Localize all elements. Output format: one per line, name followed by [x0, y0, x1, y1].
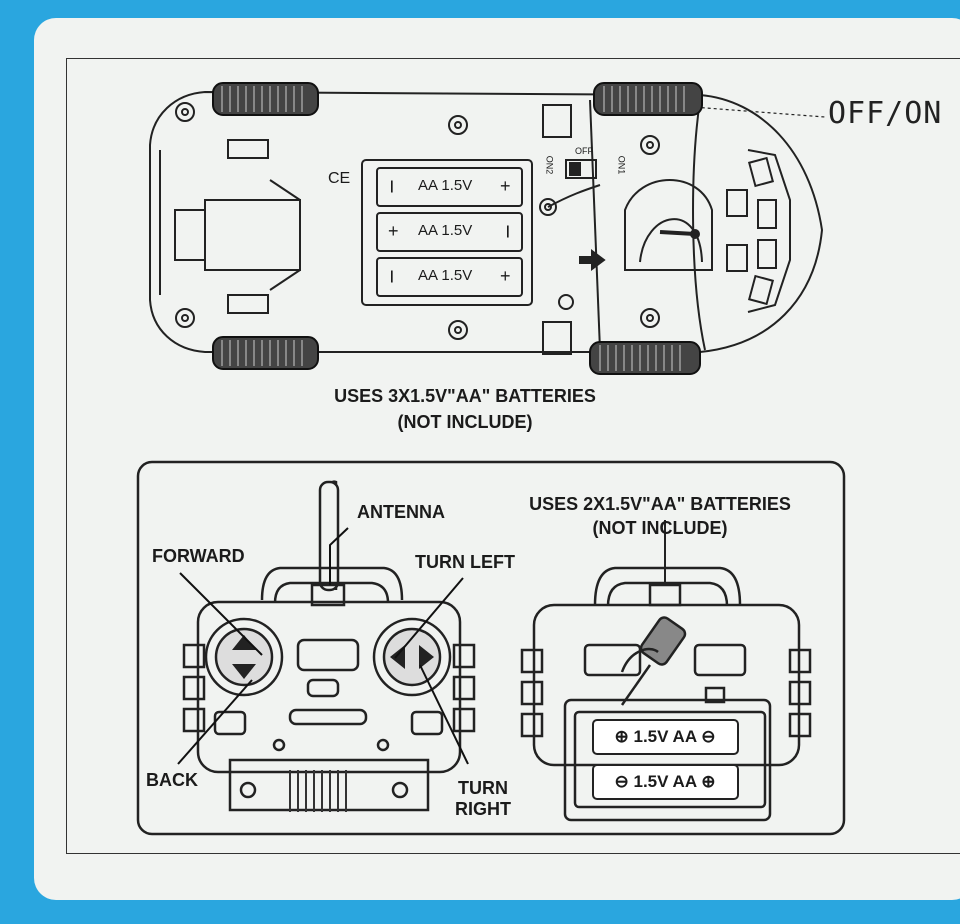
car-battery-2-label: AA 1.5V — [418, 222, 473, 239]
forward-label: FORWARD — [152, 546, 245, 566]
car-battery-2-plus: + — [388, 221, 399, 241]
remote-battery-1-label: ⊕ 1.5V AA ⊖ — [614, 727, 716, 746]
car-battery-caption-2: (NOT INCLUDE) — [397, 412, 533, 432]
wheel-front-left — [593, 82, 703, 116]
antenna-label: ANTENNA — [357, 502, 445, 522]
car-battery-1-label: AA 1.5V — [418, 177, 473, 194]
car-battery-caption-1: USES 3X1.5V"AA" BATTERIES — [334, 386, 596, 406]
diagram-frame — [66, 58, 960, 854]
car-battery-3-minus: | — [390, 268, 394, 283]
car-battery-1-plus: + — [500, 176, 511, 196]
ce-mark: CE — [328, 170, 351, 187]
car-body-outline — [149, 90, 824, 353]
remote-panel-border — [136, 460, 846, 836]
off-on-label: OFF/ON — [828, 96, 943, 131]
remote-battery-caption-1: USES 2X1.5V"AA" BATTERIES — [529, 494, 791, 514]
car-battery-compartment — [361, 159, 533, 306]
remote-battery-compartment — [563, 698, 772, 822]
turn-left-label: TURN LEFT — [415, 552, 515, 572]
car-battery-1-minus: | — [390, 178, 394, 193]
wheel-rear-left — [212, 82, 319, 116]
car-battery-2-minus: | — [506, 223, 510, 238]
wheel-rear-right — [212, 336, 319, 370]
switch-off-label: OFF — [575, 146, 593, 156]
remote-battery-2-label: ⊖ 1.5V AA ⊕ — [614, 772, 716, 791]
car-battery-3-label: AA 1.5V — [418, 267, 473, 284]
turn-right-label-1: TURN — [458, 778, 508, 798]
steering-dial — [624, 179, 713, 271]
remote-battery-caption-2: (NOT INCLUDE) — [592, 518, 728, 538]
back-label: BACK — [146, 770, 198, 790]
turn-right-label-2: RIGHT — [455, 799, 511, 819]
car-power-switch — [565, 159, 597, 179]
car-battery-3-plus: + — [500, 266, 511, 286]
